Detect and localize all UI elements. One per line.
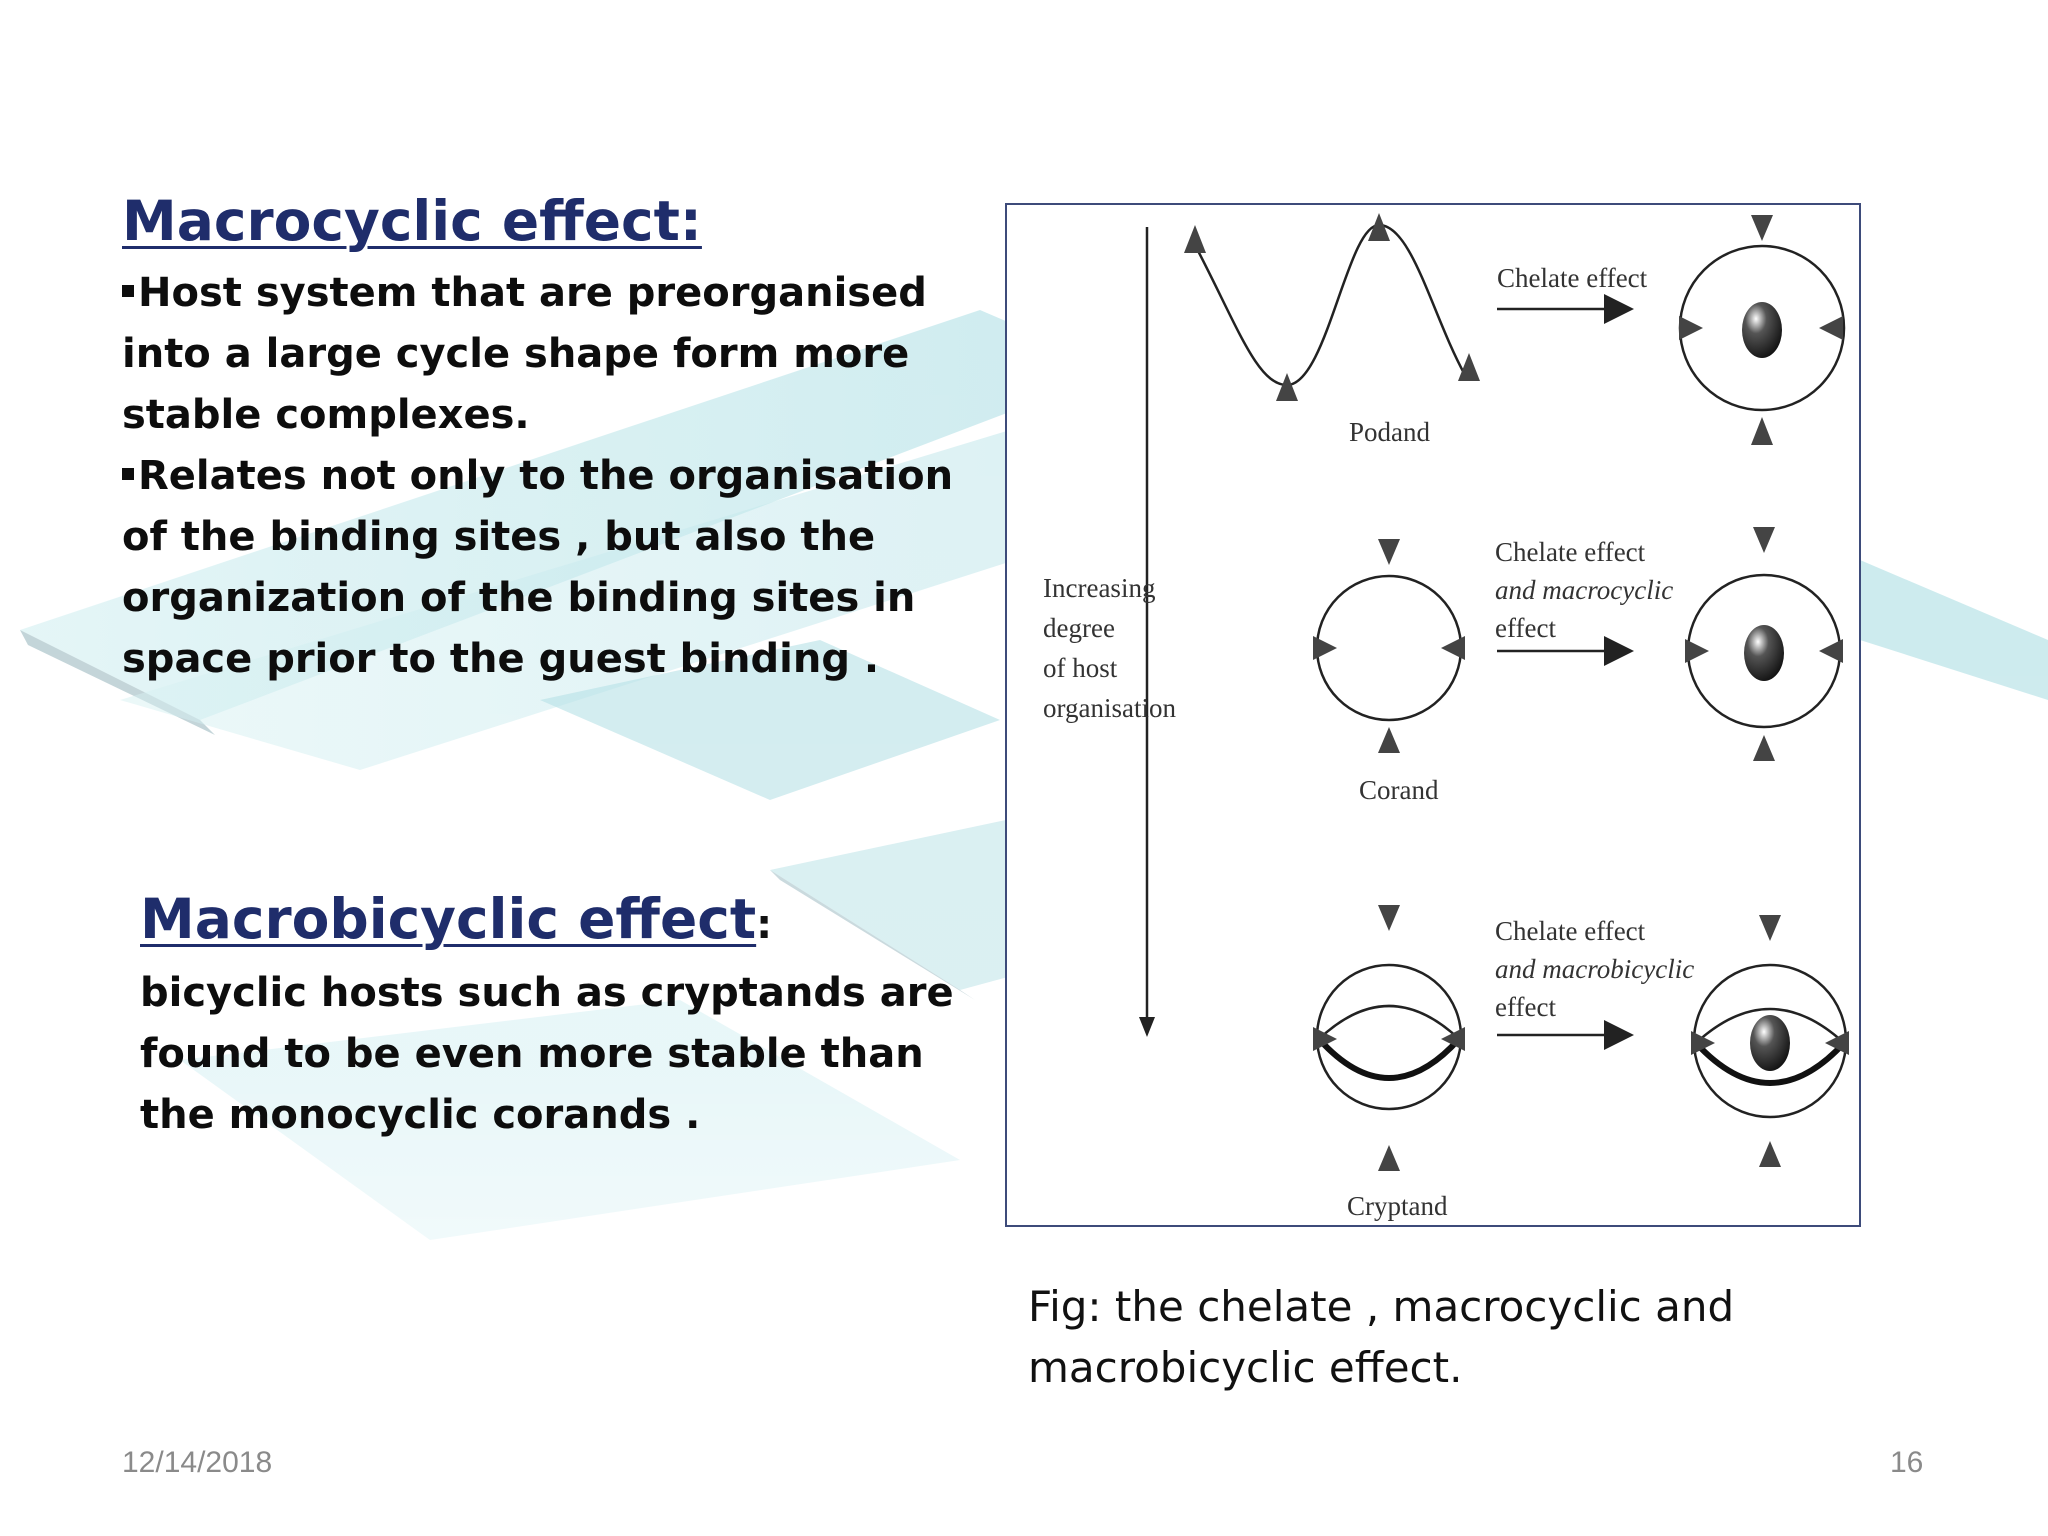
macrocyclic-heading-text: Macrocyclic effect: bbox=[122, 189, 702, 253]
triangle-icon bbox=[1441, 636, 1465, 660]
figure-frame: Increasing degree of host organisation P… bbox=[1005, 203, 1861, 1227]
macrocyclic-heading: Macrocyclic effect: bbox=[122, 189, 702, 253]
axis-label-line-4: organisation bbox=[1043, 693, 1176, 723]
corand-label: Corand bbox=[1359, 775, 1439, 805]
cryptand-complex-bridge-lower bbox=[1693, 1040, 1847, 1086]
triangle-icon bbox=[1691, 1031, 1715, 1055]
corand-ring bbox=[1315, 574, 1463, 722]
macrocyclic-bullet-1: Host system that are preorganised into a… bbox=[122, 263, 1002, 446]
triangle-icon bbox=[1759, 1141, 1781, 1167]
guest-ion-icon bbox=[1750, 1015, 1790, 1071]
guest-ion-icon bbox=[1742, 302, 1782, 358]
footer-date: 12/14/2018 bbox=[122, 1446, 273, 1479]
triangle-icon bbox=[1753, 527, 1775, 553]
triangle-icon bbox=[1819, 639, 1843, 663]
macrobicyclic-heading-text: Macrobicyclic effect bbox=[140, 887, 757, 951]
chelate-effect-diagram: Increasing degree of host organisation P… bbox=[1043, 213, 1849, 1221]
cryptand-bridge-lower bbox=[1316, 1036, 1462, 1081]
macrobicyclic-body: bicyclic hosts such as cryptands are fou… bbox=[140, 970, 954, 1138]
triangle-icon bbox=[1819, 316, 1843, 340]
podand-arrow-label-1: Chelate effect bbox=[1497, 263, 1648, 293]
axis-label-line-3: of host bbox=[1043, 653, 1118, 683]
axis-arrowhead-icon bbox=[1139, 1017, 1155, 1037]
triangle-icon bbox=[1751, 215, 1773, 241]
triangle-icon bbox=[1276, 373, 1298, 401]
triangle-icon bbox=[1313, 636, 1337, 660]
triangle-icon bbox=[1378, 727, 1400, 753]
cryptand-arrow-label-2: and macrobicyclic bbox=[1495, 954, 1694, 984]
triangle-icon bbox=[1378, 905, 1400, 931]
triangle-icon bbox=[1679, 316, 1703, 340]
guest-ion-icon bbox=[1744, 625, 1784, 681]
cryptand-arrow-label-1: Chelate effect bbox=[1495, 916, 1646, 946]
footer-page-number: 16 bbox=[1890, 1446, 1924, 1479]
triangle-icon bbox=[1441, 1027, 1465, 1051]
corand-arrow-label-3: effect bbox=[1495, 613, 1556, 643]
cryptand-ring bbox=[1315, 963, 1463, 1111]
triangle-icon bbox=[1184, 225, 1206, 253]
triangle-icon bbox=[1685, 639, 1709, 663]
axis-label-line-2: degree bbox=[1043, 613, 1115, 643]
figure-caption: Fig: the chelate , macrocyclic and macro… bbox=[1028, 1282, 1735, 1392]
macrocyclic-bullet-2-text: Relates not only to the organisation of … bbox=[122, 453, 954, 682]
cryptand-bridge-upper bbox=[1318, 1004, 1460, 1040]
macrobicyclic-heading-colon: : bbox=[756, 902, 773, 948]
podand-chain bbox=[1193, 223, 1467, 387]
corand-arrow-label-2: and macrocyclic bbox=[1495, 575, 1673, 605]
macrobicyclic-heading: Macrobicyclic effect: bbox=[140, 887, 773, 951]
bullet-square-icon bbox=[122, 284, 134, 297]
podand-label: Podand bbox=[1349, 417, 1431, 447]
triangle-icon bbox=[1825, 1031, 1849, 1055]
triangle-icon bbox=[1378, 1145, 1400, 1171]
triangle-icon bbox=[1368, 213, 1390, 241]
cryptand-label: Cryptand bbox=[1347, 1191, 1448, 1221]
macrocyclic-bullet-2: Relates not only to the organisation of … bbox=[122, 446, 1002, 690]
bullet-square-icon bbox=[122, 467, 134, 480]
axis-label-line-1: Increasing bbox=[1043, 573, 1155, 603]
triangle-icon bbox=[1759, 915, 1781, 941]
triangle-icon bbox=[1751, 417, 1773, 445]
cryptand-arrow-label-3: effect bbox=[1495, 992, 1556, 1022]
macrocyclic-bullet-1-text: Host system that are preorganised into a… bbox=[122, 270, 927, 438]
triangle-icon bbox=[1753, 735, 1775, 761]
corand-arrow-label-1: Chelate effect bbox=[1495, 537, 1646, 567]
triangle-icon bbox=[1378, 539, 1400, 565]
cryptand-complex-bridge-upper bbox=[1695, 1007, 1845, 1044]
triangle-icon bbox=[1313, 1027, 1337, 1051]
macrocyclic-bullet-list: Host system that are preorganised into a… bbox=[122, 263, 1002, 690]
triangle-icon bbox=[1458, 353, 1480, 381]
